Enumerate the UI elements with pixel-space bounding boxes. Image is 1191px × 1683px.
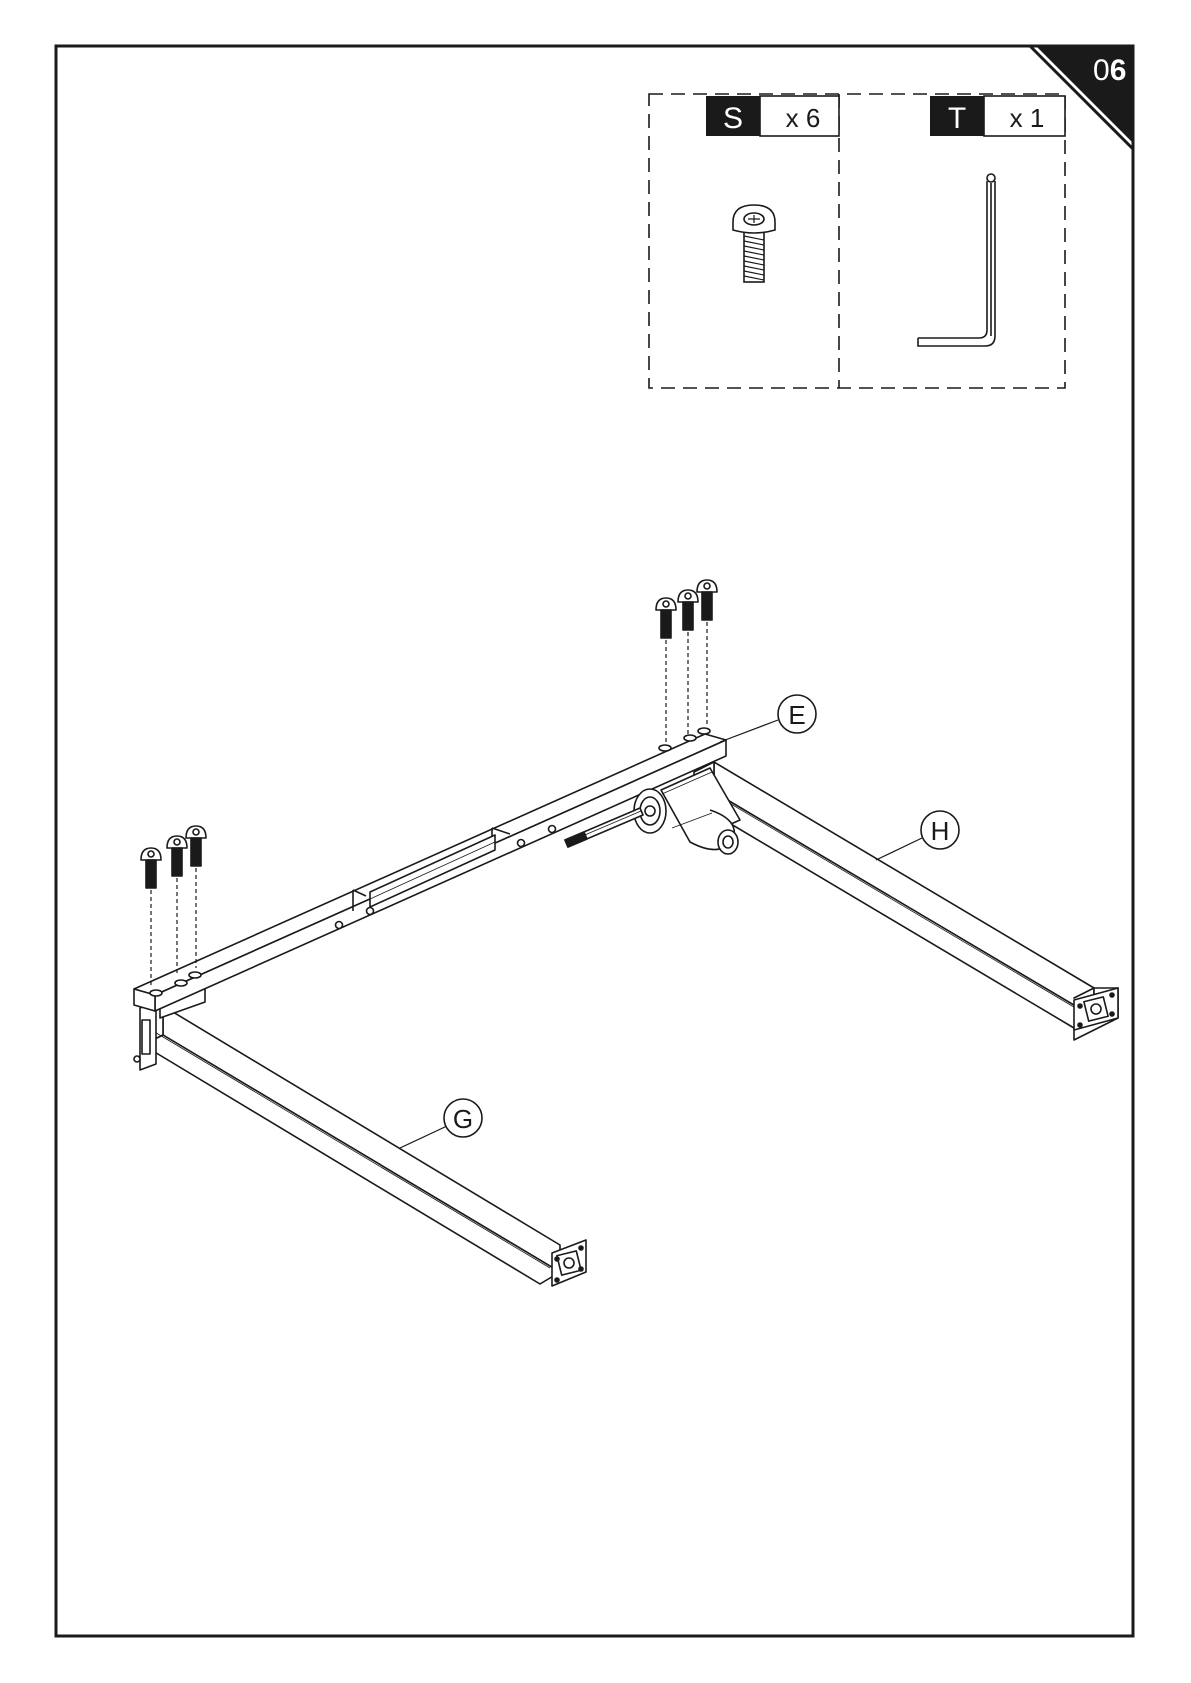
screw-left-1 (141, 848, 161, 888)
page-border (56, 46, 1133, 1636)
screw-left-2 (167, 836, 187, 876)
parts-box: S x 6 T x 1 (649, 94, 1065, 388)
step-number: 6 (1110, 54, 1127, 87)
callout-e-label: E (788, 700, 805, 730)
screws-right (656, 580, 717, 742)
allen-key-icon (918, 174, 995, 346)
crossbar-e (134, 728, 726, 1011)
callout-g: G (400, 1099, 482, 1148)
part-s-header: S x 6 (706, 96, 839, 136)
screw-right-3 (697, 580, 717, 620)
callout-e: E (720, 695, 816, 742)
part-s-quantity: x 6 (786, 103, 821, 133)
part-t-quantity: x 1 (1010, 103, 1045, 133)
screw-right-2 (678, 590, 698, 630)
part-t-letter: T (948, 102, 966, 135)
svg-text:06: 06 (1093, 54, 1126, 87)
callout-h-label: H (931, 816, 950, 846)
assembly-drawing: E H G (134, 580, 1118, 1286)
screws-left (141, 826, 206, 986)
screw-right-1 (656, 598, 676, 638)
screw-left-3 (186, 826, 206, 866)
callout-h: H (876, 811, 959, 860)
part-s-letter: S (723, 102, 743, 135)
screw-icon (733, 205, 775, 282)
part-t-header: T x 1 (930, 96, 1065, 136)
step-prefix: 0 (1093, 54, 1110, 87)
leg-h (694, 762, 1118, 1040)
callout-g-label: G (453, 1104, 473, 1134)
leg-g (143, 1006, 586, 1286)
